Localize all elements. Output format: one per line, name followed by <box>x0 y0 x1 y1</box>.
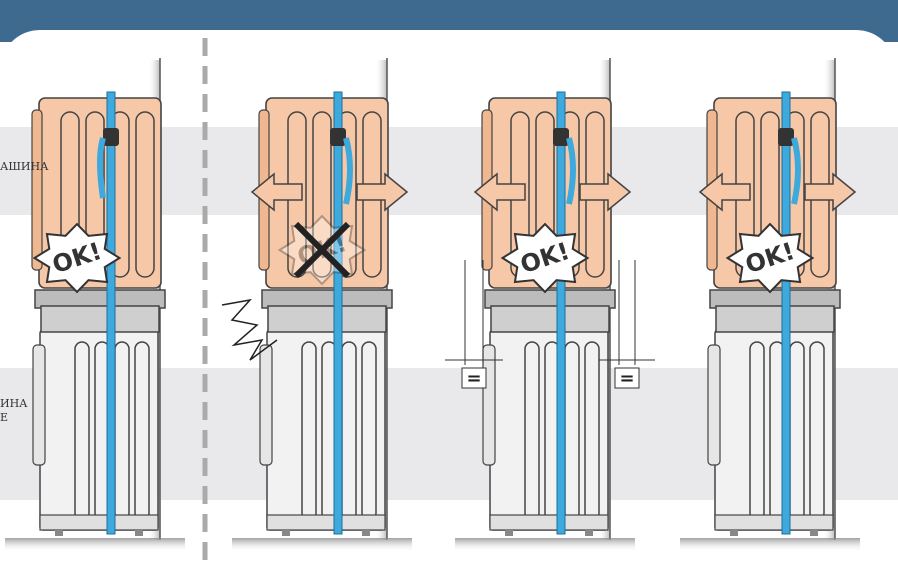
arrow-right <box>579 172 632 212</box>
washer-foot <box>135 530 143 536</box>
strap-loose-end <box>97 137 106 199</box>
arrow-right <box>356 172 409 212</box>
equal-box <box>614 367 640 389</box>
ok-burst <box>32 222 122 294</box>
stacking-tray-lower <box>715 305 835 333</box>
washer-body <box>266 329 386 531</box>
washer-foot <box>730 530 738 536</box>
washer <box>707 329 834 536</box>
strap-buckle <box>330 128 346 146</box>
floor-shadow <box>232 538 412 552</box>
strap-buckle <box>103 128 119 146</box>
floor-shadow <box>5 538 185 552</box>
ok-burst <box>725 222 815 294</box>
dryer-rib <box>135 111 155 278</box>
strap-loose-end <box>343 137 353 205</box>
washer-body <box>489 329 609 531</box>
washer-base <box>39 514 159 531</box>
ok-burst <box>500 222 590 294</box>
panel-2: OK! <box>221 58 412 552</box>
washer <box>259 329 386 536</box>
washer-door <box>482 344 496 466</box>
washer-base <box>714 514 834 531</box>
bottom-machine-label: ИНА Е <box>0 397 28 424</box>
washer-foot <box>505 530 513 536</box>
stacking-tray-lower <box>40 305 160 333</box>
washer-foot <box>282 530 290 536</box>
washer-door <box>259 344 273 466</box>
panel-3: OK! = = <box>445 58 655 552</box>
safety-strap <box>333 91 343 535</box>
washer-door <box>32 344 46 466</box>
arrow-left <box>698 172 751 212</box>
safety-strap <box>106 91 116 535</box>
washer-foot <box>362 530 370 536</box>
equal-mark: = <box>466 368 481 389</box>
washer-foot <box>810 530 818 536</box>
strap-loose-end <box>791 137 801 205</box>
washer-base <box>489 514 609 531</box>
floor-shadow <box>680 538 860 552</box>
washer-foot <box>55 530 63 536</box>
dryer-door <box>31 109 43 271</box>
stacking-tray-lower <box>267 305 387 333</box>
panel-1: OK! <box>5 58 185 552</box>
strap-buckle <box>553 128 569 146</box>
ok-stamp: OK! <box>500 222 590 294</box>
cross-line <box>293 221 351 279</box>
ok-stamp: OK! <box>725 222 815 294</box>
washer-body <box>39 329 159 531</box>
washer <box>482 329 609 536</box>
washer <box>32 329 159 536</box>
dryer-rib <box>312 111 332 278</box>
arrow-left <box>250 172 303 212</box>
arrow-left <box>473 172 526 212</box>
stacking-tray-lower <box>490 305 610 333</box>
washer-base <box>266 514 386 531</box>
floor-shadow <box>455 538 635 552</box>
equal-box <box>461 367 487 389</box>
panel-4: OK! <box>680 58 860 552</box>
arrow-right <box>804 172 857 212</box>
equal-mark: = <box>619 368 634 389</box>
safety-strap <box>556 91 566 535</box>
washer-body <box>714 329 834 531</box>
strap-buckle <box>778 128 794 146</box>
ok-stamp: OK! <box>32 222 122 294</box>
washer-door <box>707 344 721 466</box>
safety-strap <box>781 91 791 535</box>
top-machine-label: АШИНА <box>0 160 49 173</box>
strap-loose-end <box>566 137 576 205</box>
washer-foot <box>585 530 593 536</box>
impact-zigzag <box>221 298 278 361</box>
